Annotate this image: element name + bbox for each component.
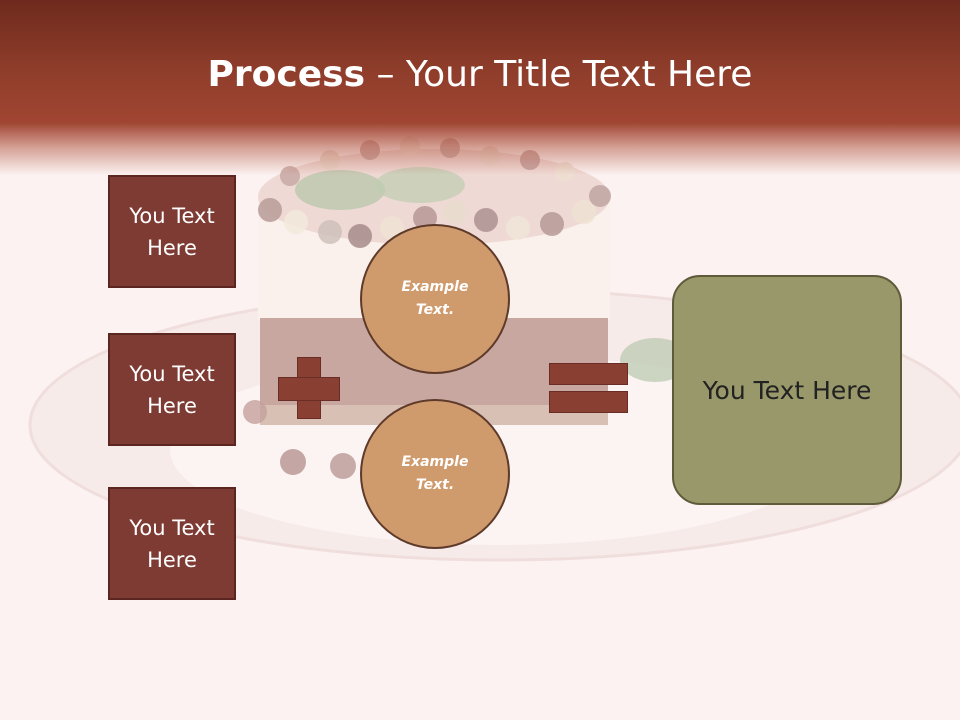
example-circle-1[interactable]: Example Text. <box>360 224 510 374</box>
equals-icon-top-bar <box>549 363 628 385</box>
text-box-2[interactable]: You Text Here <box>108 333 236 446</box>
title-bold: Process <box>207 54 366 95</box>
text-box-2-label: You Text Here <box>129 361 215 418</box>
text-box-1-label: You Text Here <box>129 203 215 260</box>
slide-title: Process – Your Title Text Here <box>0 52 960 98</box>
text-box-1[interactable]: You Text Here <box>108 175 236 288</box>
example-circle-2[interactable]: Example Text. <box>360 399 510 549</box>
title-rest: – Your Title Text Here <box>365 54 753 95</box>
text-box-3-label: You Text Here <box>129 515 215 572</box>
text-box-3[interactable]: You Text Here <box>108 487 236 600</box>
example-circle-1-label: Example Text. <box>401 279 469 318</box>
result-box-label: You Text Here <box>702 375 872 405</box>
title-band <box>0 0 960 175</box>
plus-icon-center <box>298 378 320 400</box>
equals-icon-bottom-bar <box>549 391 628 413</box>
result-box[interactable]: You Text Here <box>672 275 902 505</box>
example-circle-2-label: Example Text. <box>401 454 469 493</box>
